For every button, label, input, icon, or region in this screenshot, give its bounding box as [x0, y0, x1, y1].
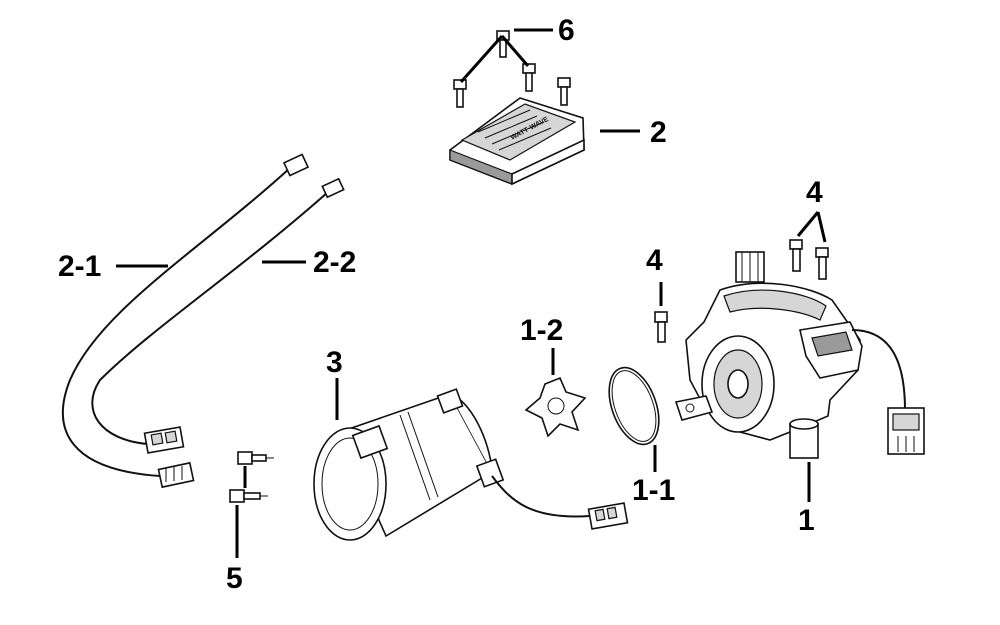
callout-4-left: 4 [646, 244, 663, 277]
callout-3: 3 [326, 346, 343, 379]
bolt-left-4 [654, 311, 668, 343]
callout-2-2: 2-2 [313, 246, 356, 279]
bolt [522, 63, 536, 92]
wire-harness-2-1 [61, 153, 310, 489]
callout-6: 6 [558, 14, 575, 47]
o-ring-1-1 [608, 366, 660, 446]
callout-4-right: 4 [806, 176, 823, 209]
pin-set-5 [229, 451, 274, 503]
callout-5: 5 [226, 562, 243, 595]
callout-1-2: 1-2 [520, 314, 563, 347]
pin [229, 489, 268, 503]
bolt [557, 77, 571, 106]
coupling-1-2 [524, 376, 587, 438]
electric-motor [313, 388, 505, 541]
housing-wire [851, 329, 925, 455]
callout-1-1: 1-1 [632, 474, 675, 507]
connector [157, 153, 310, 489]
connector [143, 177, 345, 454]
callout-2: 2 [650, 116, 667, 149]
bolt-group-6 [453, 28, 571, 108]
motor-wire [491, 475, 629, 530]
bolt-pair-4 [789, 211, 829, 280]
callout-2-1: 2-1 [58, 250, 101, 283]
bolt [453, 79, 467, 108]
callout-1: 1 [798, 504, 815, 537]
gear-housing-1 [674, 251, 863, 459]
pin [237, 451, 274, 465]
controller-module: WATT·WAVE [449, 97, 585, 186]
wire-harness-2-2 [91, 177, 345, 454]
